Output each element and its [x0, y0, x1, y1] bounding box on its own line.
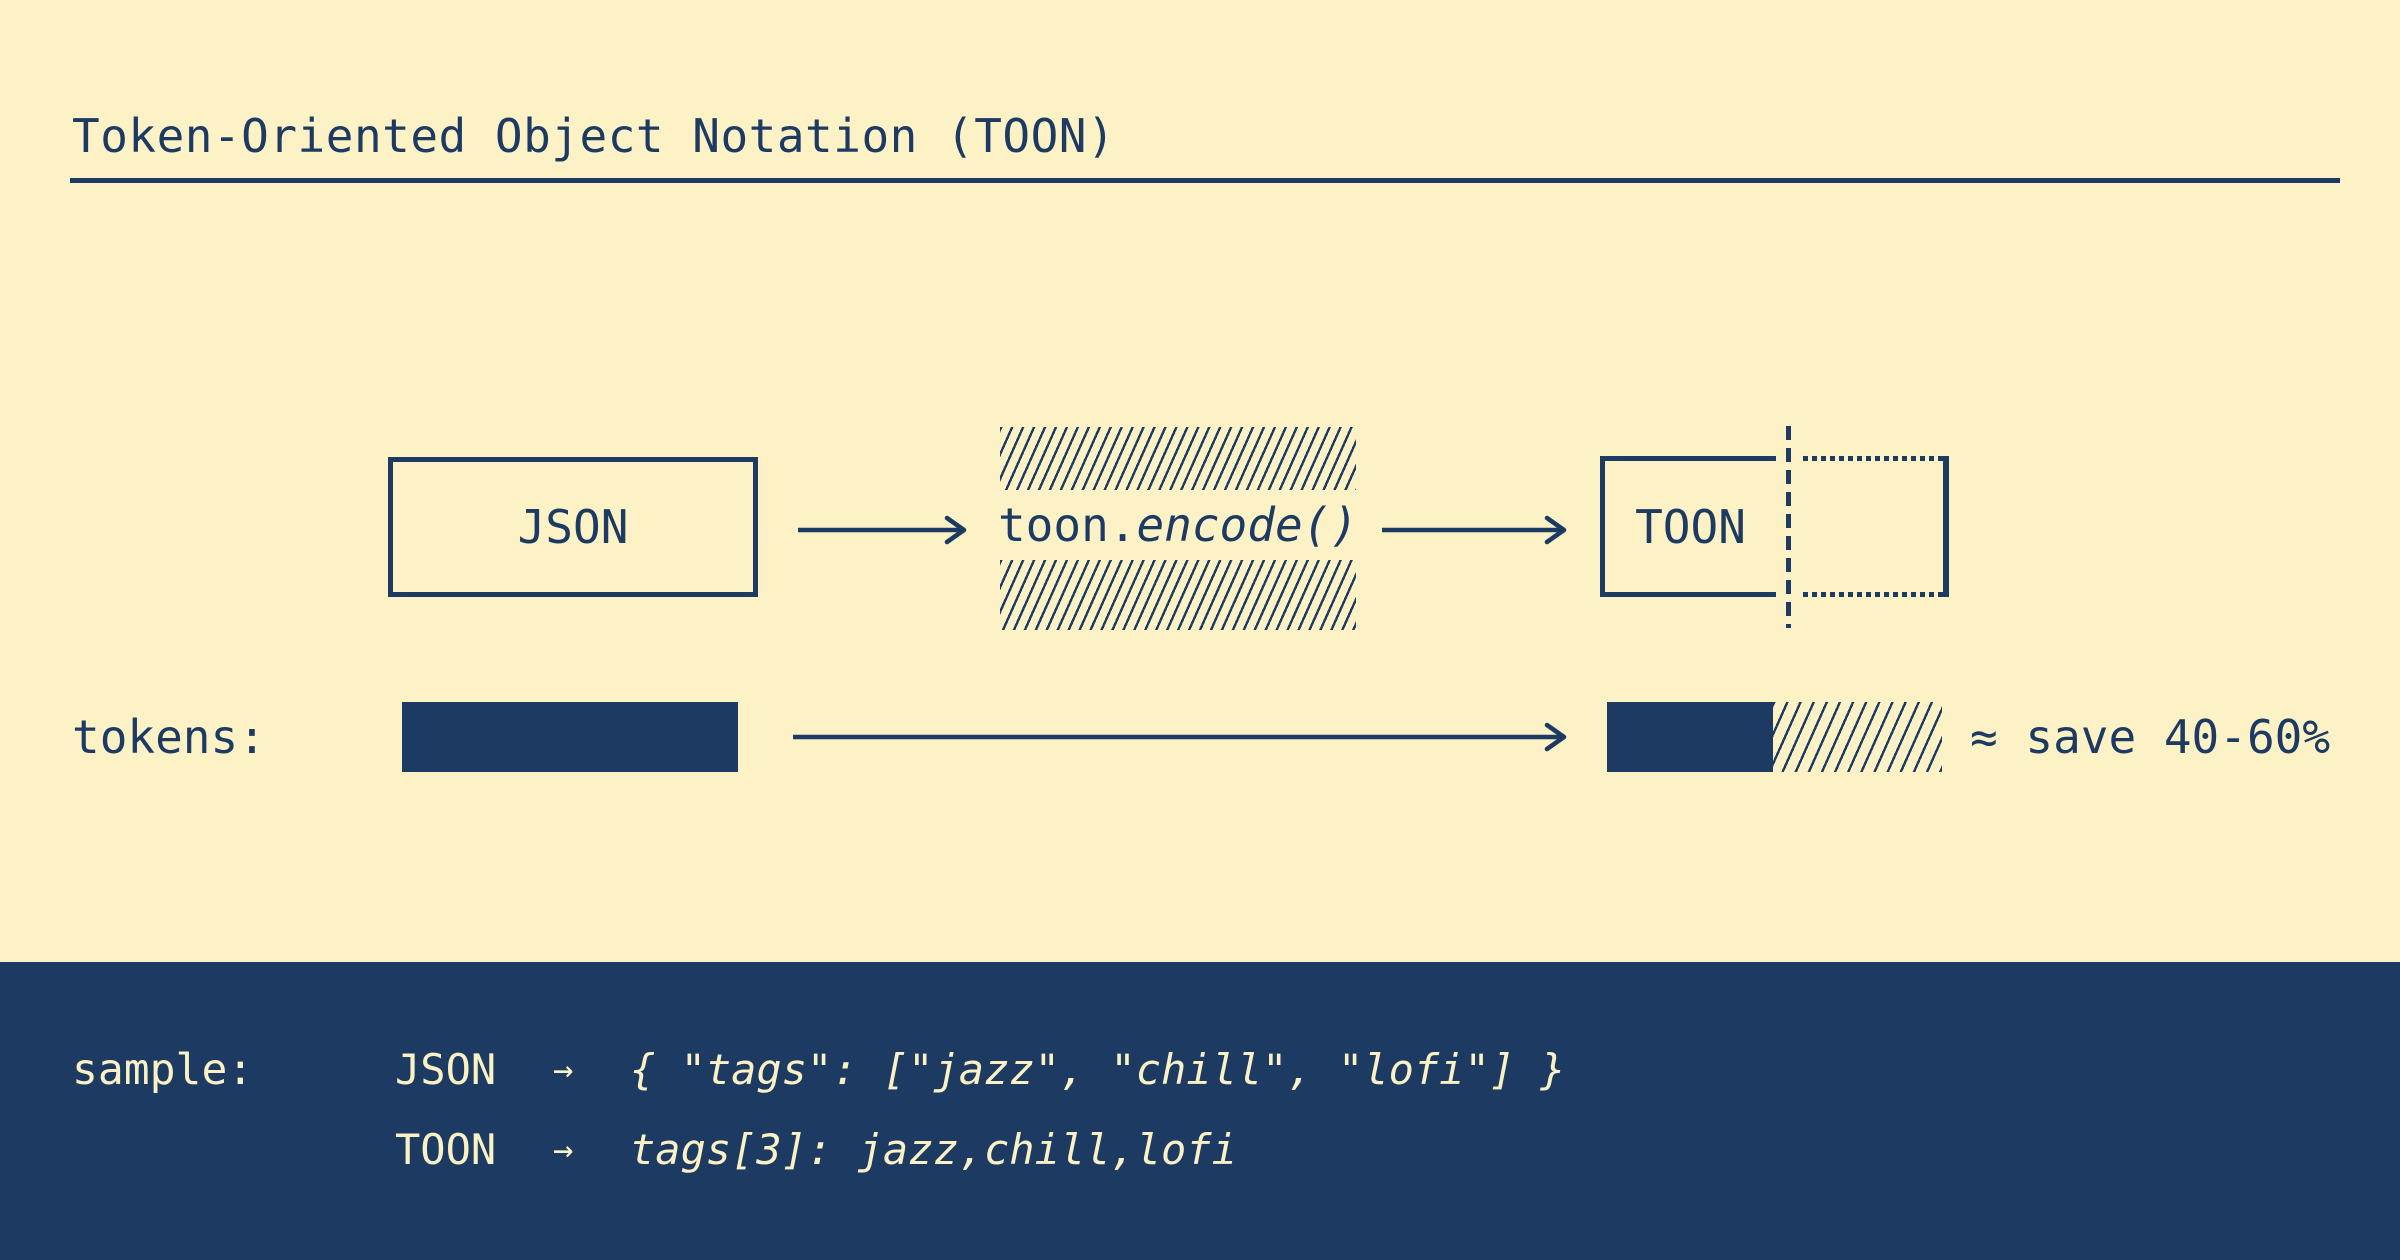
sample-row-json: JSON → { "tags": ["jazz", "chill", "lofi… — [0, 1040, 2400, 1100]
sample-panel: sample: JSON → { "tags": ["jazz", "chill… — [0, 962, 2400, 1260]
encode-function: encode() — [1136, 498, 1359, 552]
sample-row-toon: TOON → tags[3]: jazz,chill,lofi — [0, 1120, 2400, 1180]
sample-format-label: JSON — [395, 1045, 497, 1094]
encode-prefix: toon. — [997, 498, 1137, 552]
dotted-edge-top — [1803, 456, 1943, 461]
encoder-block: toon.encode() — [997, 427, 1359, 630]
dashed-cut-line — [1786, 426, 1791, 628]
page-title: Token-Oriented Object Notation (TOON) — [72, 108, 1116, 163]
arrow-right-icon: → — [553, 1130, 574, 1170]
encode-call-label: toon.encode() — [997, 490, 1359, 560]
toon-output-label: TOON — [1635, 499, 1746, 554]
json-token-bar — [402, 702, 738, 772]
sample-toon-code: tags[3]: jazz,chill,lofi — [630, 1125, 1237, 1174]
arrow-right-icon — [1382, 515, 1567, 545]
arrow-right-icon — [798, 515, 967, 545]
sample-panel-label: sample: — [72, 1045, 254, 1095]
arrow-right-icon: → — [553, 1050, 574, 1090]
arrow-right-icon — [793, 722, 1567, 752]
json-input-box: JSON — [388, 457, 758, 597]
saved-tokens-ghost-box — [1803, 456, 1949, 597]
json-input-label: JSON — [517, 500, 629, 554]
toon-token-bar — [1607, 702, 1773, 772]
sample-format-label: TOON — [395, 1125, 497, 1174]
hatch-band-top — [1000, 427, 1356, 490]
hatch-band-bottom — [1000, 560, 1356, 630]
dotted-edge-bottom — [1803, 592, 1943, 597]
sample-json-code: { "tags": ["jazz", "chill", "lofi"] } — [630, 1045, 1566, 1094]
title-underline — [70, 178, 2340, 183]
saved-token-bar-hatched — [1773, 702, 1942, 772]
toon-output-box: TOON — [1600, 456, 1776, 597]
tokens-row-label: tokens: — [72, 710, 266, 764]
savings-note: ≈ save 40-60% — [1970, 710, 2331, 764]
